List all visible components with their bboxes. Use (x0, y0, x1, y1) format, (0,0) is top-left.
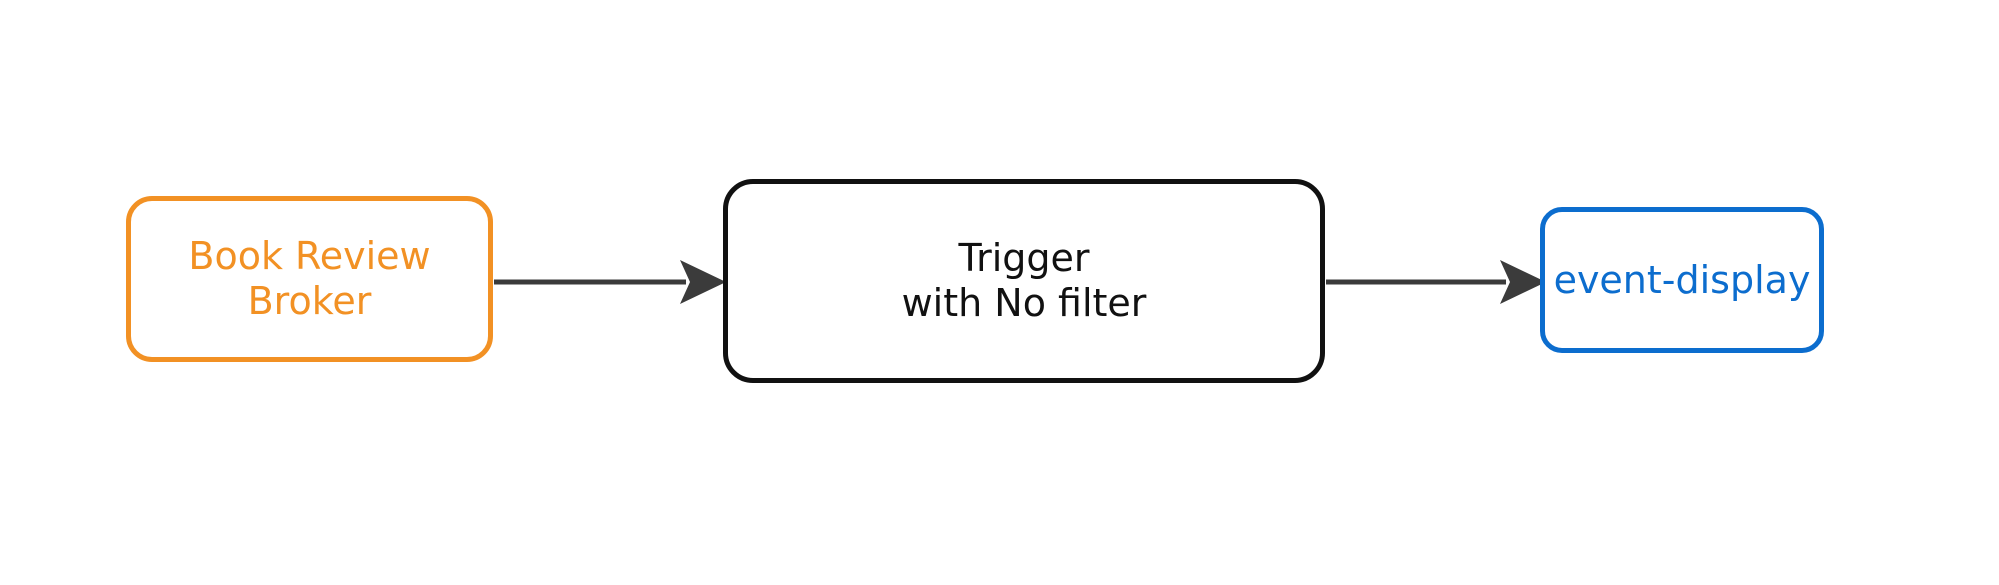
edge-broker-to-trigger (494, 260, 726, 304)
node-label-trigger: Trigger with No filter (901, 236, 1147, 325)
node-label-sink: event-display (1553, 257, 1811, 302)
node-trigger-with-no-filter[interactable]: Trigger with No filter (723, 179, 1325, 383)
edge-trigger-to-sink (1326, 260, 1546, 304)
node-book-review-broker[interactable]: Book Review Broker (126, 196, 493, 362)
node-event-display[interactable]: event-display (1540, 207, 1824, 353)
node-label-broker: Book Review Broker (188, 234, 431, 323)
arrowhead-icon-trigger-to-sink (1500, 260, 1546, 304)
arrowhead-icon-broker-to-trigger (680, 260, 726, 304)
